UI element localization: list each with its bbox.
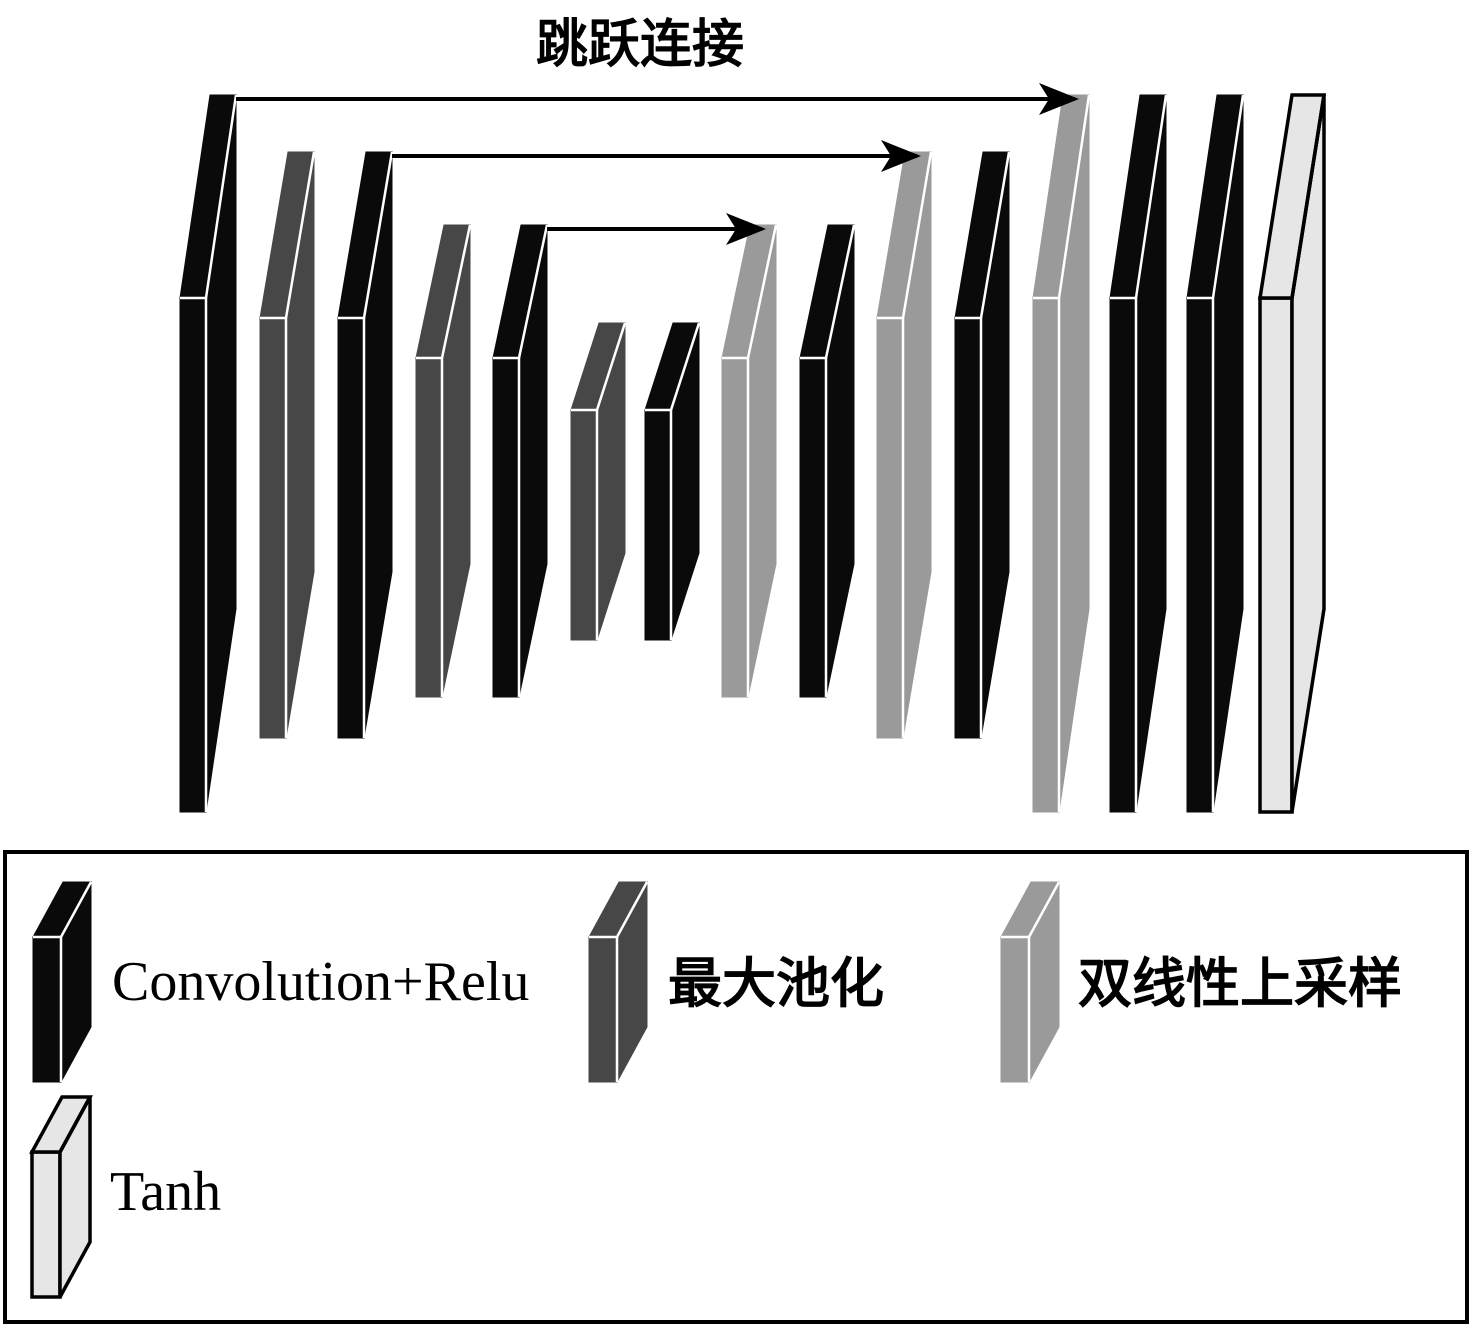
legend-icon-upsample-front: [1000, 936, 1030, 1083]
layer-3-pool-front: [415, 357, 443, 698]
layer-13-conv: [1186, 94, 1245, 813]
layer-7-upsample: [721, 224, 778, 698]
legend-icon-conv-edge-diag: [59, 881, 93, 938]
legend-label-upsample: 双线性上采样: [1078, 952, 1402, 1015]
skip-connection-title: 跳跃连接: [536, 15, 744, 75]
layer-5-pool: [570, 322, 627, 641]
legend-icon-upsample: [1000, 881, 1061, 1083]
layer-8-conv: [799, 224, 856, 698]
layer-10-conv-front: [954, 317, 982, 739]
layer-4-conv-front: [492, 357, 520, 698]
layer-9-upsample-front: [876, 317, 904, 739]
layer-5-pool-edge-diag: [595, 322, 627, 411]
legend-icon-conv-front: [32, 936, 62, 1083]
layer-4-conv: [492, 224, 549, 698]
legend-label-tanh: Tanh: [110, 1161, 221, 1223]
legend-label-pool: 最大池化: [668, 952, 884, 1015]
layer-14-tanh-front: [1258, 296, 1294, 814]
layer-1-pool-edge-diag: [284, 151, 316, 319]
layer-0-conv-front: [179, 297, 207, 813]
layer-5-pool-front: [570, 409, 598, 641]
layer-3-pool-edge-diag: [440, 224, 472, 359]
layer-6-conv-edge-diag: [669, 322, 701, 411]
layer-14-tanh: [1257, 93, 1327, 814]
skip-connection-arrows: [236, 83, 1079, 245]
layer-6-conv-front: [644, 409, 672, 641]
layer-13-conv-edge-diag: [1211, 94, 1245, 299]
layer-11-upsample: [1032, 94, 1091, 813]
legend-icon-pool: [588, 881, 649, 1083]
legend-label-conv: Convolution+Relu: [112, 951, 529, 1013]
layer-4-conv-edge-diag: [517, 224, 549, 359]
layer-2-conv-front: [337, 317, 365, 739]
layer-2-conv: [337, 151, 394, 739]
layer-9-upsample: [876, 151, 933, 739]
layer-1-pool-front: [259, 317, 287, 739]
legend-icon-tanh-edge-diag: [58, 1096, 92, 1153]
layer-1-pool: [259, 151, 316, 739]
layer-10-conv: [954, 151, 1011, 739]
layer-10-conv-edge-diag: [979, 151, 1011, 319]
layer-12-conv: [1109, 94, 1168, 813]
layer-11-upsample-edge-diag: [1057, 94, 1091, 299]
legend-icon-pool-front: [588, 936, 618, 1083]
layer-12-conv-front: [1109, 297, 1137, 813]
layer-7-upsample-edge-diag: [746, 224, 778, 359]
legend-icons: [29, 881, 1061, 1299]
layer-8-conv-front: [799, 357, 827, 698]
legend-icon-tanh-front: [30, 1150, 62, 1299]
layer-9-upsample-edge-diag: [901, 151, 933, 319]
layer-0-conv-edge-diag: [204, 94, 238, 299]
layer-11-upsample-front: [1032, 297, 1060, 813]
layer-6-conv: [644, 322, 701, 641]
layer-3-pool: [415, 224, 472, 698]
legend-icon-pool-edge-diag: [615, 881, 649, 938]
layer-8-conv-edge-diag: [824, 224, 856, 359]
layer-7-upsample-front: [721, 357, 749, 698]
network-layers: [179, 93, 1327, 814]
legend-box: [3, 850, 1469, 1324]
legend-icon-conv: [32, 881, 93, 1083]
layer-14-tanh-edge-diag: [1290, 94, 1326, 299]
layer-0-conv: [179, 94, 238, 813]
legend-icon-upsample-edge-diag: [1027, 881, 1061, 938]
legend-icon-tanh: [29, 1095, 93, 1299]
layer-12-conv-edge-diag: [1134, 94, 1168, 299]
layer-13-conv-front: [1186, 297, 1214, 813]
layer-2-conv-edge-diag: [362, 151, 394, 319]
